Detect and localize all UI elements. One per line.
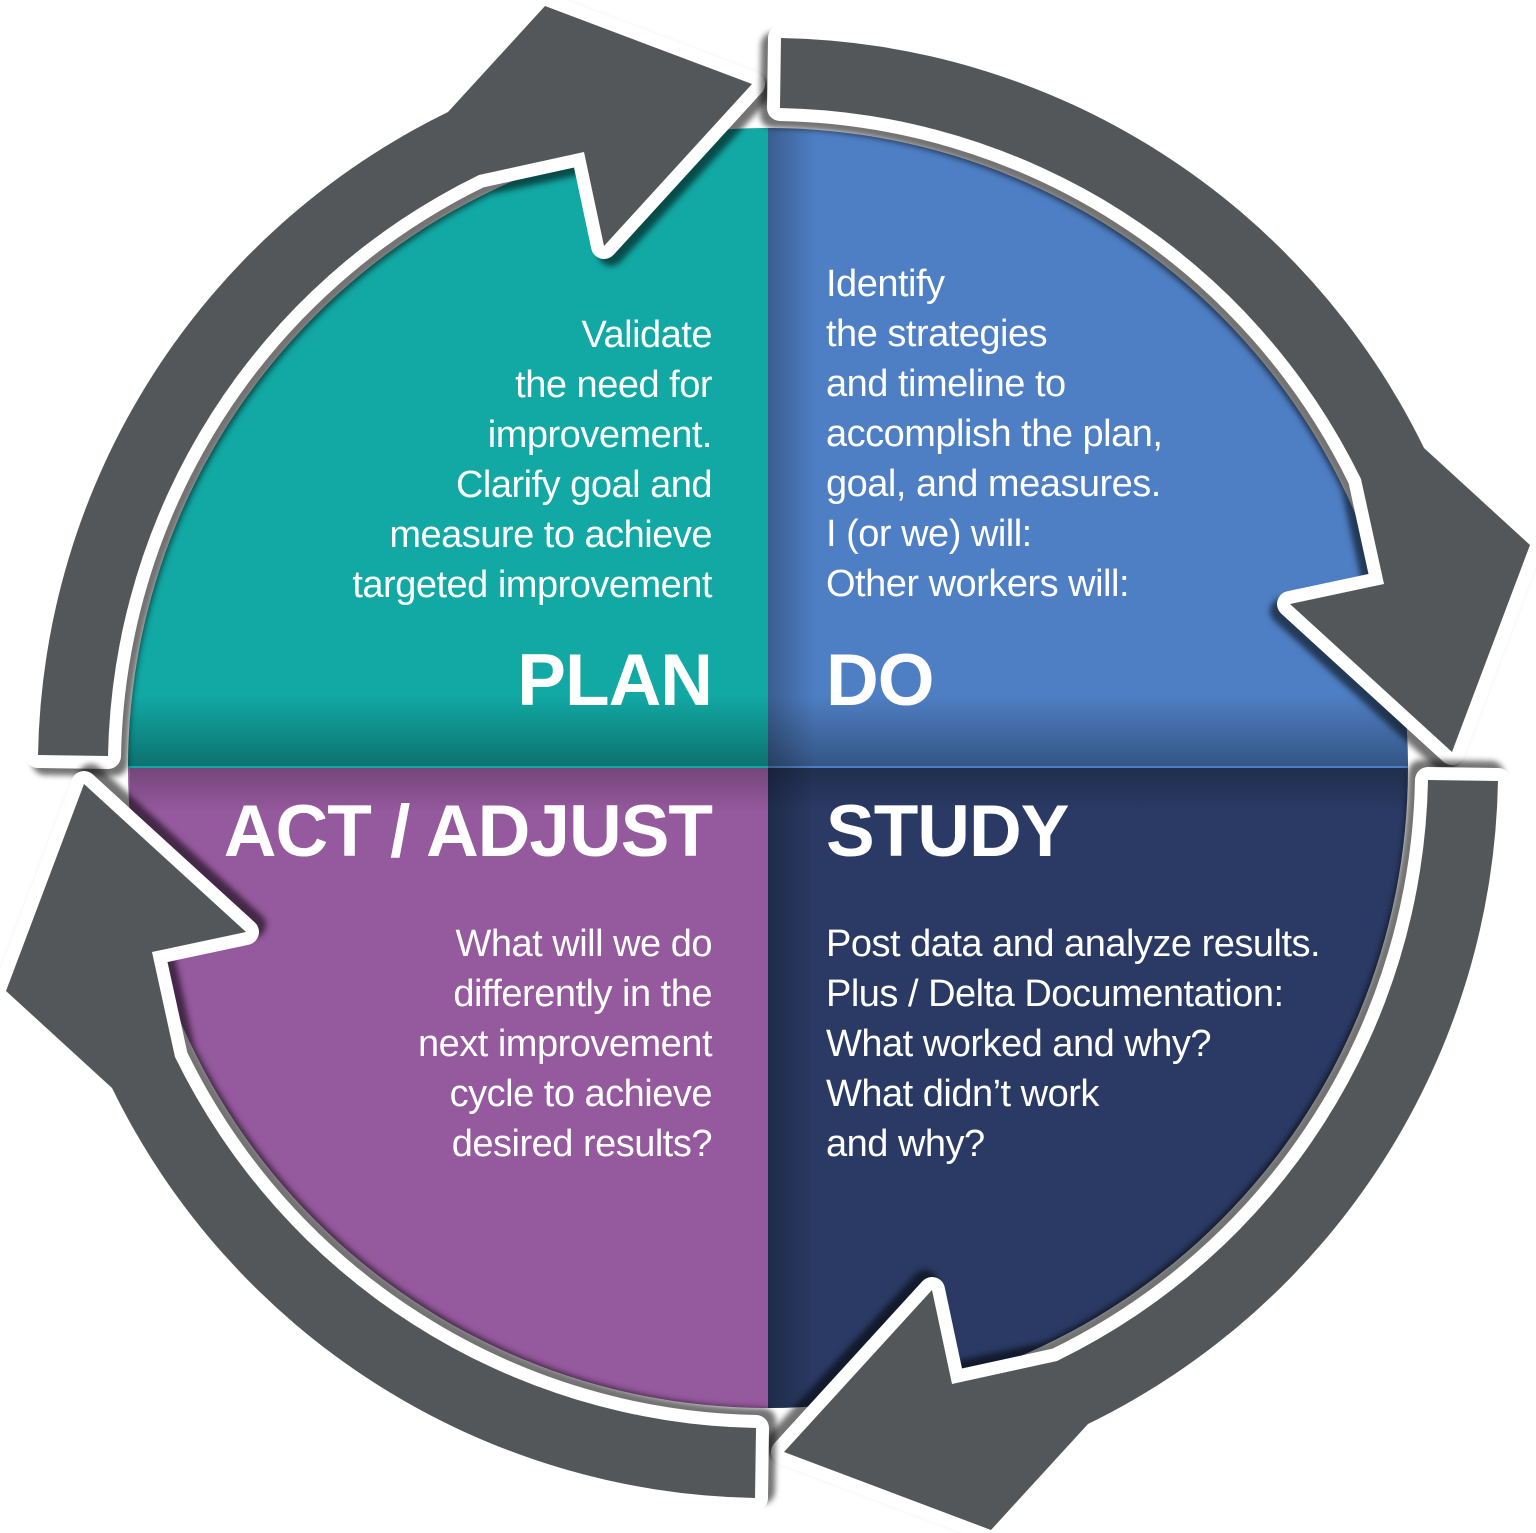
- quadrant-act: [128, 768, 768, 1408]
- do-description: Identify the strategies and timeline to …: [826, 263, 1163, 605]
- quadrant-plan: [128, 128, 768, 768]
- do-label: DO: [826, 640, 934, 721]
- act-adjust-description: What will we do differently in the next …: [417, 923, 713, 1165]
- study-description: Post data and analyze results. Plus / De…: [826, 923, 1321, 1165]
- do-left-edge-shadow: [768, 128, 815, 768]
- plan-label: PLAN: [517, 640, 713, 721]
- study-label: STUDY: [826, 791, 1069, 872]
- act-adjust-label: ACT / ADJUST: [223, 791, 713, 872]
- quadrant-do: [768, 128, 1408, 768]
- quadrant-study: [768, 768, 1408, 1408]
- plan-description: Validate the need for improvement. Clari…: [352, 314, 712, 606]
- study-left-edge-shadow: [768, 768, 810, 1408]
